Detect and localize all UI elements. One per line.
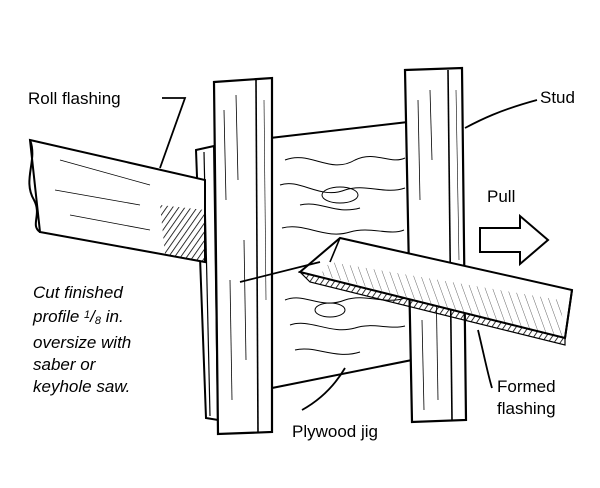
cut-line-2-pre: profile: [33, 307, 85, 326]
leader-lines: [159, 97, 538, 411]
roll-flashing: [28, 138, 206, 264]
fraction-slash: /: [90, 307, 95, 326]
cut-line-2: profile 1/8 in.: [33, 304, 131, 332]
formed-flashing: [297, 236, 574, 346]
cut-line-1: Cut finished: [33, 283, 123, 302]
cut-instruction-label: Cut finished profile 1/8 in. oversize wi…: [33, 282, 131, 398]
cut-line-5: keyhole saw.: [33, 377, 131, 396]
stud-left: [212, 76, 274, 436]
stud-right: [403, 66, 468, 424]
formed-flashing-line-2: flashing: [497, 399, 556, 418]
fraction-denominator: 8: [94, 315, 102, 327]
cut-line-2-post: in.: [101, 307, 124, 326]
roll-flashing-label: Roll flashing: [28, 89, 121, 108]
stud-label: Stud: [540, 88, 575, 107]
formed-flashing-label: Formed flashing: [497, 376, 556, 420]
cut-line-3: oversize with: [33, 333, 132, 352]
formed-flashing-line-1: Formed: [497, 377, 556, 396]
pull-label: Pull: [487, 187, 516, 206]
pull-arrow: [479, 213, 550, 267]
cut-line-4: saber or: [33, 355, 96, 374]
plywood-jig-label: Plywood jig: [292, 422, 378, 441]
fraction-numerator: 1: [84, 309, 91, 321]
